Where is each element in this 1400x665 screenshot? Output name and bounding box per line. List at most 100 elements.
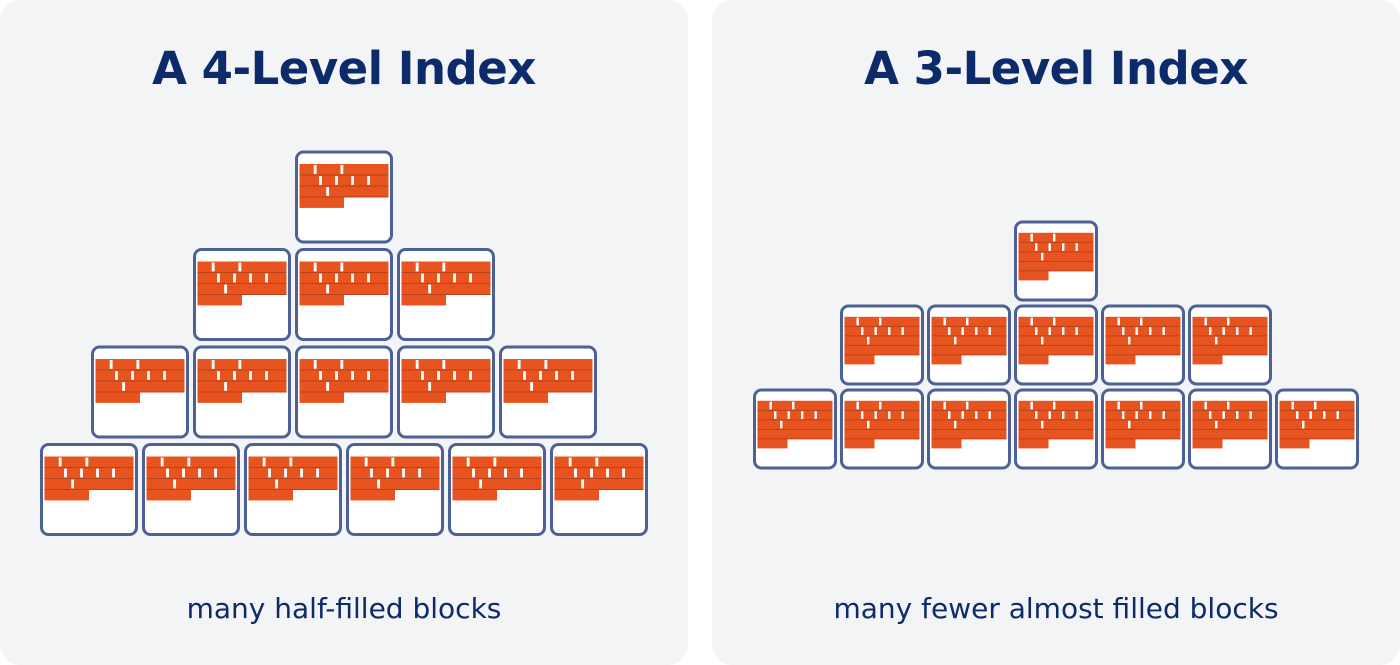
key-tick [961,327,964,335]
key-tick [284,468,287,478]
filled-row [95,380,185,392]
key-tick [901,327,904,335]
filled-row [931,400,1007,411]
key-tick [163,371,166,380]
key-tick [319,273,322,283]
four-level-index-panel: A 4-Level Index many half-filled blocks [0,0,688,665]
key-tick [622,468,625,478]
filled-row [757,410,833,420]
filled-row [757,419,833,430]
key-tick [966,401,969,410]
key-tick [64,468,67,478]
partial-row [44,489,89,501]
key-tick [1075,243,1078,251]
key-tick [418,468,421,478]
filled-row [1018,419,1094,430]
filled-row [401,380,491,392]
partial-row [554,489,599,501]
index-block [840,304,924,386]
filled-row [931,335,1007,346]
filled-row [197,283,287,295]
key-tick [1062,411,1065,419]
key-tick [265,273,268,283]
key-tick [1041,420,1044,429]
key-tick [493,457,497,467]
key-tick [364,457,368,467]
key-tick [1075,411,1078,419]
filled-row [1105,400,1181,411]
key-tick [214,468,217,478]
key-tick [1075,327,1078,335]
filled-row [931,410,1007,420]
index-block [1014,304,1098,386]
key-tick [1062,243,1065,251]
filled-row [931,345,1007,355]
key-tick [437,273,440,283]
key-tick [1336,411,1339,419]
partial-row [197,391,242,403]
filled-row [844,429,920,439]
filled-row [1192,326,1268,336]
filled-row [1018,261,1094,271]
three-level-index-title: A 3-Level Index [864,42,1248,95]
filled-row [299,272,389,284]
key-tick [316,468,319,478]
filled-row [299,359,389,370]
key-tick [571,371,574,380]
filled-row [1192,345,1268,355]
filled-row [197,272,287,284]
index-block [295,345,393,439]
key-tick [58,457,62,467]
key-tick [249,371,252,380]
filled-row [452,456,542,468]
key-tick [442,360,446,369]
filled-row [299,185,389,197]
key-tick [198,468,201,478]
filled-row [1018,429,1094,439]
key-tick [326,284,330,294]
filled-row [503,369,593,381]
key-tick [340,360,344,369]
key-tick [961,411,964,419]
key-tick [1236,411,1239,419]
key-tick [1140,401,1143,410]
key-tick [966,317,969,326]
key-tick [888,327,891,335]
key-tick [466,457,470,467]
key-tick [166,468,169,478]
key-tick [217,273,220,283]
index-block [840,388,924,470]
key-tick [370,468,373,478]
key-tick [988,327,991,335]
filled-row [299,380,389,392]
key-tick [520,468,523,478]
filled-row [146,456,236,468]
filled-row [1105,419,1181,430]
filled-row [401,261,491,273]
key-tick [1209,327,1212,335]
key-tick [1048,411,1051,419]
key-tick [391,457,395,467]
key-tick [1041,336,1044,345]
partial-row [299,391,344,403]
key-tick [96,468,99,478]
key-tick [861,327,864,335]
key-tick [233,273,236,283]
key-tick [238,262,242,272]
partial-row [248,489,293,501]
filled-row [350,456,440,468]
key-tick [1053,233,1056,242]
key-tick [1135,411,1138,419]
key-tick [340,262,344,272]
key-tick [1035,327,1038,335]
index-block [753,388,837,470]
key-tick [523,371,526,380]
index-block [550,443,648,536]
key-tick [1309,411,1312,419]
four-level-index-diagram [40,150,648,536]
key-tick [1236,327,1239,335]
key-tick [442,262,446,272]
index-block [397,248,495,341]
filled-row [44,467,134,479]
key-tick [1204,401,1207,410]
